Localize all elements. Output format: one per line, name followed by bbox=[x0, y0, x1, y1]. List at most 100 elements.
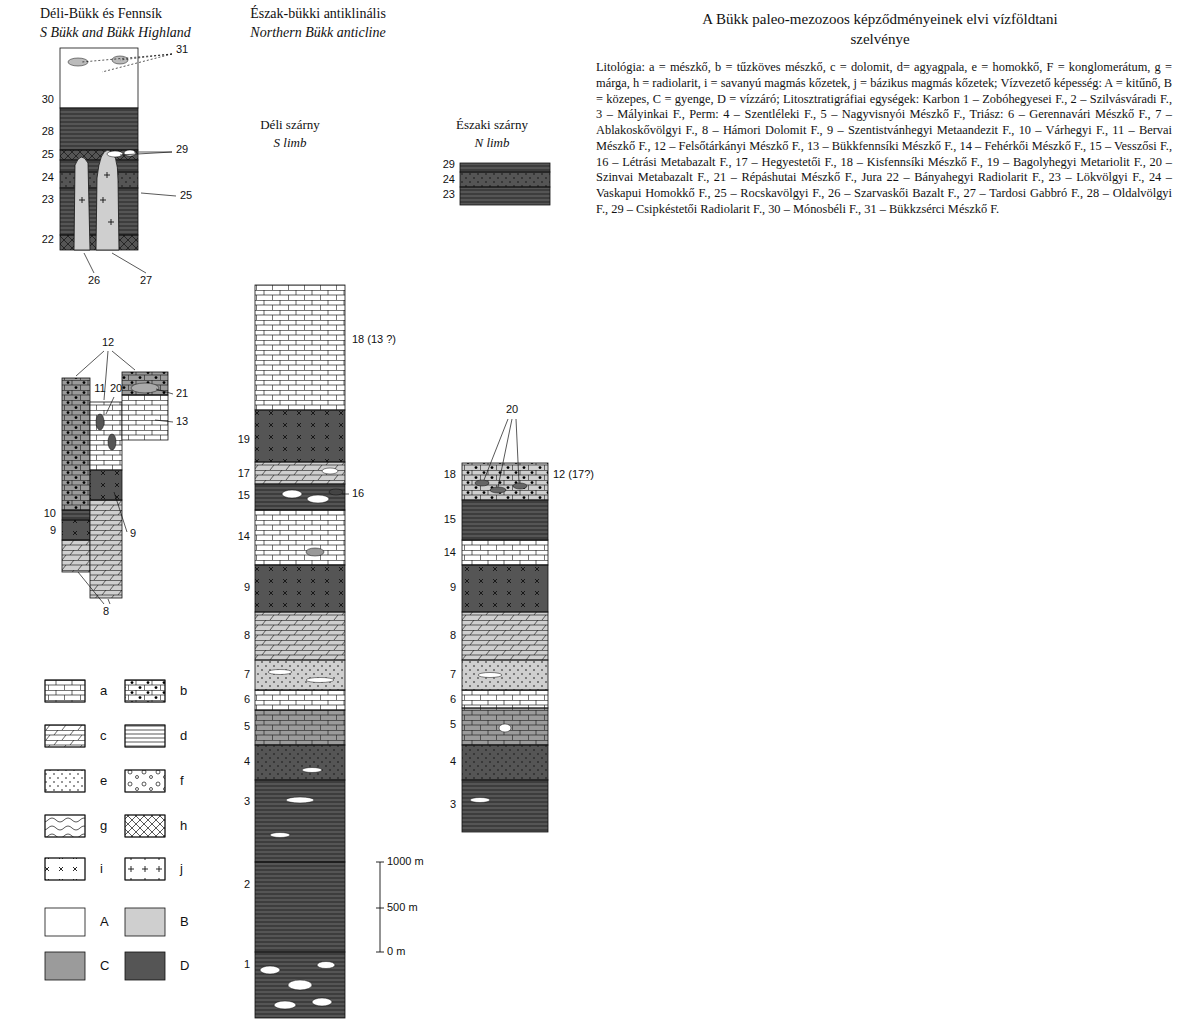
stratum-outline bbox=[255, 780, 345, 862]
leader-line bbox=[78, 572, 104, 604]
callout-number: 18 (13 ?) bbox=[352, 333, 396, 346]
stratum-outline bbox=[462, 463, 548, 500]
lens bbox=[96, 414, 104, 430]
lens bbox=[317, 962, 335, 969]
lens bbox=[288, 980, 312, 990]
callout-number: 20 bbox=[110, 382, 122, 395]
lens bbox=[68, 58, 88, 66]
callout-number: 11 bbox=[94, 382, 105, 395]
stratum-outline bbox=[255, 862, 345, 952]
lithology-pattern bbox=[462, 745, 548, 780]
legend-pattern bbox=[125, 858, 165, 880]
callout-number: 24 bbox=[443, 173, 455, 186]
strat-column bbox=[90, 402, 122, 598]
legend-label: j bbox=[180, 861, 183, 877]
stratum-outline bbox=[462, 500, 548, 540]
intrusion-body bbox=[74, 157, 90, 250]
callout-number: 21 bbox=[176, 387, 188, 400]
lithology-pattern bbox=[462, 660, 548, 690]
callout-number: 19 bbox=[238, 433, 250, 446]
column-heading: Déli-Bükk és Fennsík bbox=[40, 6, 162, 23]
lithology-pattern bbox=[460, 163, 550, 172]
stratum bbox=[255, 484, 345, 510]
lithology-pattern bbox=[460, 187, 550, 205]
stratum bbox=[255, 780, 345, 862]
callout-number: 20 bbox=[506, 403, 518, 416]
title: A Bükk paleo-mezozoos képződményeinek el… bbox=[700, 10, 1060, 49]
legend-label: b bbox=[180, 683, 187, 699]
scale-bar bbox=[376, 862, 384, 952]
stratum bbox=[462, 565, 548, 612]
leader-line bbox=[102, 54, 172, 72]
legend-swatch bbox=[125, 908, 165, 936]
lens bbox=[329, 489, 343, 495]
callout-number: 15 bbox=[238, 489, 250, 502]
lithology-pattern bbox=[62, 520, 90, 540]
stratum-outline bbox=[90, 470, 122, 500]
callout-number: 31 bbox=[176, 43, 188, 56]
lens bbox=[470, 798, 490, 803]
strat-column bbox=[460, 163, 550, 205]
leader-line bbox=[120, 152, 172, 155]
stratum bbox=[462, 660, 548, 690]
lens bbox=[124, 150, 136, 156]
strat-column bbox=[60, 48, 138, 250]
legend-swatch bbox=[45, 952, 85, 980]
stratum-outline bbox=[255, 612, 345, 660]
plus-symbol bbox=[79, 197, 85, 203]
callout-number: 14 bbox=[238, 530, 250, 543]
stratum bbox=[255, 710, 345, 745]
scale-axis bbox=[380, 862, 381, 952]
plus-symbol bbox=[108, 219, 114, 225]
stratum-outline bbox=[255, 952, 345, 1018]
stratum-outline bbox=[90, 402, 122, 470]
lens bbox=[274, 1001, 296, 1009]
lithology-pattern bbox=[255, 660, 345, 690]
stratum-outline bbox=[255, 484, 345, 510]
callout-number: 25 bbox=[42, 148, 54, 161]
lens bbox=[475, 480, 489, 486]
lithology-pattern bbox=[90, 402, 122, 470]
stratum bbox=[255, 565, 345, 612]
lens bbox=[286, 797, 314, 803]
callout-number: 18 bbox=[444, 468, 456, 481]
lithology-pattern bbox=[255, 410, 345, 462]
legend-swatch bbox=[45, 815, 85, 837]
callout-number: 12 bbox=[102, 336, 114, 349]
leader-line bbox=[82, 54, 172, 62]
stratum bbox=[462, 690, 548, 708]
legend-swatch bbox=[125, 725, 165, 747]
lithology-pattern bbox=[62, 378, 90, 510]
legend-pattern bbox=[45, 858, 85, 880]
callout-number: 22 bbox=[42, 233, 54, 246]
lithology-pattern bbox=[90, 470, 122, 500]
stratum bbox=[62, 540, 90, 572]
stratum bbox=[255, 612, 345, 660]
scale-tick bbox=[376, 952, 384, 953]
stratum-outline bbox=[255, 710, 345, 745]
strat-column bbox=[462, 463, 548, 832]
callout-number: 23 bbox=[443, 188, 455, 201]
legend-pattern bbox=[125, 815, 165, 837]
column-heading: N limb bbox=[474, 135, 509, 151]
legend-pattern bbox=[45, 680, 85, 702]
stratum-outline bbox=[90, 500, 122, 598]
callout-number: 1 bbox=[244, 958, 250, 971]
lithology-pattern bbox=[255, 710, 345, 745]
callout-number: 7 bbox=[244, 668, 250, 681]
stratum-outline bbox=[255, 462, 345, 484]
leader-line bbox=[84, 253, 94, 273]
lithology-pattern bbox=[462, 612, 548, 660]
strat-column bbox=[62, 378, 90, 572]
lithology-pattern bbox=[460, 172, 550, 187]
callout-number: 7 bbox=[450, 668, 456, 681]
stratum-outline bbox=[462, 565, 548, 612]
intrusion-body bbox=[96, 150, 119, 250]
callout-number: 24 bbox=[42, 171, 54, 184]
stratum-outline bbox=[255, 690, 345, 710]
plus-symbol bbox=[104, 172, 110, 178]
stratum bbox=[122, 372, 168, 395]
stratum bbox=[255, 745, 345, 780]
lens bbox=[499, 724, 511, 732]
callout-number: 5 bbox=[450, 718, 456, 731]
